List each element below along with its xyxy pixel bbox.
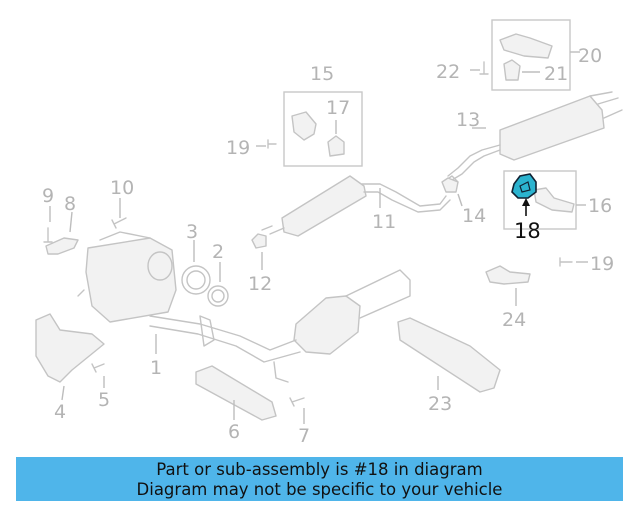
group-box-20 [491, 19, 571, 91]
group-box-15 [283, 91, 363, 167]
clamp-12 [251, 233, 267, 249]
hanger-17 [327, 135, 345, 157]
callout-18-highlighted: 18 [514, 219, 541, 243]
callout-7: 7 [298, 425, 310, 447]
callout-2: 2 [212, 241, 224, 263]
center-muffler [261, 175, 459, 237]
callout-16: 16 [588, 195, 612, 217]
callout-4: 4 [54, 401, 66, 423]
rear-muffler [447, 91, 623, 181]
callout-22: 22 [436, 61, 460, 83]
callout-13: 13 [456, 109, 480, 131]
heat-shield-4 [35, 313, 105, 383]
gasket-3 [181, 265, 211, 295]
banner-line-disclaimer: Diagram may not be specific to your vehi… [136, 480, 503, 499]
heat-shield-6 [195, 365, 277, 421]
info-banner: Part or sub-assembly is #18 in diagram D… [16, 457, 623, 501]
bracket-8 [45, 237, 79, 255]
callout-11: 11 [372, 211, 396, 233]
callout-24: 24 [502, 309, 526, 331]
hanger-bracket-16 [533, 187, 575, 213]
callout-19-left: 19 [226, 137, 250, 159]
callout-14: 14 [462, 205, 486, 227]
front-catalytic-converter [77, 231, 177, 323]
callout-17: 17 [326, 97, 350, 119]
callout-23: 23 [428, 393, 452, 415]
callout-21: 21 [544, 63, 568, 85]
group-box-16 [503, 170, 577, 230]
callout-10: 10 [110, 177, 134, 199]
callout-1: 1 [150, 357, 162, 379]
bracket-24 [485, 265, 531, 285]
callout-3: 3 [186, 221, 198, 243]
hanger-21 [503, 59, 521, 81]
callout-15: 15 [310, 63, 334, 85]
clamp-14 [441, 177, 459, 193]
bolt-icons [43, 61, 573, 407]
callout-5: 5 [98, 389, 110, 411]
gasket-2 [207, 285, 229, 307]
callout-12: 12 [248, 273, 272, 295]
heat-shield-23 [397, 317, 501, 393]
callout-19-right: 19 [590, 253, 614, 275]
callout-8: 8 [64, 193, 76, 215]
hanger-insulator-18 [511, 173, 537, 199]
callout-20: 20 [578, 45, 602, 67]
banner-line-part: Part or sub-assembly is #18 in diagram [156, 460, 483, 479]
hanger-bracket-15 [291, 111, 317, 141]
hanger-bracket-20 [499, 33, 553, 59]
main-pipe-catalytic-converter [149, 269, 411, 383]
callout-6: 6 [228, 421, 240, 443]
callout-9: 9 [42, 185, 54, 207]
leader-lines [49, 51, 588, 424]
exhaust-system-diagram: 9 8 10 3 2 1 4 5 6 7 12 11 13 14 15 17 1… [35, 19, 623, 447]
